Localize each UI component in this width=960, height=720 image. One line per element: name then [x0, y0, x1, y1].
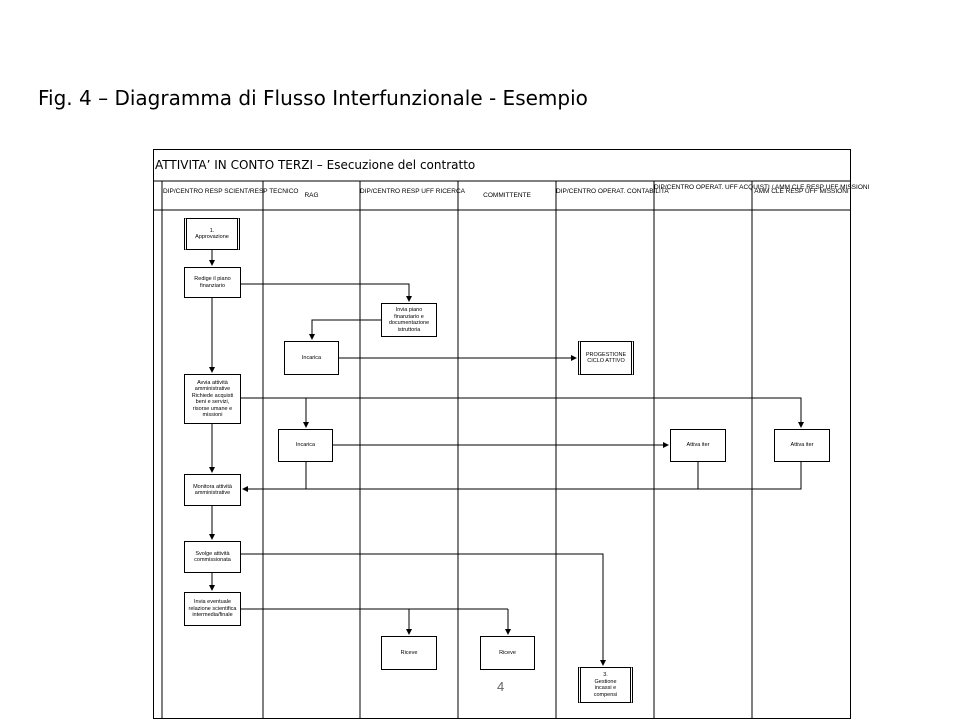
lane-header-uff-acquisti: DIP/CENTRO OPERAT. UFF ACQUISTI / AMM CL… — [654, 184, 870, 191]
node-avvia-attivita: Avvia attività amministrative Richiede a… — [184, 374, 241, 424]
node-progestione: PROGESTIONE CICLO ATTIVO — [578, 341, 634, 375]
node-invia-relazione: Invia eventuale relazione scientifica in… — [184, 592, 241, 626]
node-redige-piano: Redige il piano finanziario — [184, 267, 241, 298]
node-attiva-iter-1: Attiva iter — [670, 429, 726, 462]
connector — [241, 397, 804, 428]
node-approvazione: 1. Approvazione — [184, 218, 240, 250]
lane-header-committente: COMMITTENTE — [483, 192, 531, 199]
node-incarica-2: Incarica — [278, 429, 333, 462]
node-incarica-1: Incarica — [284, 341, 339, 375]
diagram-title: ATTIVITA’ IN CONTO TERZI – Esecuzione de… — [155, 158, 476, 172]
lane-header-rag: RAG — [304, 192, 319, 199]
lane-header-amm-cle: AMM CLE RESP UFF MISSIONI — [754, 188, 849, 195]
node-attiva-iter-2: Attiva iter — [774, 429, 830, 462]
node-gestione-incassi: 3. Gestione incassi e compensi — [578, 667, 633, 703]
node-riceve-1: Riceve — [381, 636, 437, 670]
slide-title: Fig. 4 – Diagramma di Flusso Interfunzio… — [38, 86, 588, 110]
node-svolge: Svolge attività commissionata — [184, 541, 241, 573]
diagram-frame — [153, 149, 851, 719]
lane-header-resp-scient: DIP/CENTRO RESP SCIENT/RESP TECNICO — [163, 188, 299, 195]
node-invia-piano: Invia piano finanziario e documentazione… — [381, 303, 437, 337]
connector — [309, 319, 381, 340]
lane-header-uff-ricerca: DIP/CENTRO RESP UFF RICERCA — [360, 188, 465, 195]
page-number: 4 — [497, 679, 505, 694]
node-monitora: Monitora attività amministrative — [184, 474, 241, 506]
node-riceve-2: Riceve — [480, 636, 535, 670]
connector — [241, 553, 606, 666]
connector — [241, 283, 412, 302]
lane-header-contabilita: DIP/CENTRO OPERAT. CONTABILITA’ — [556, 188, 670, 195]
connector — [242, 462, 802, 492]
